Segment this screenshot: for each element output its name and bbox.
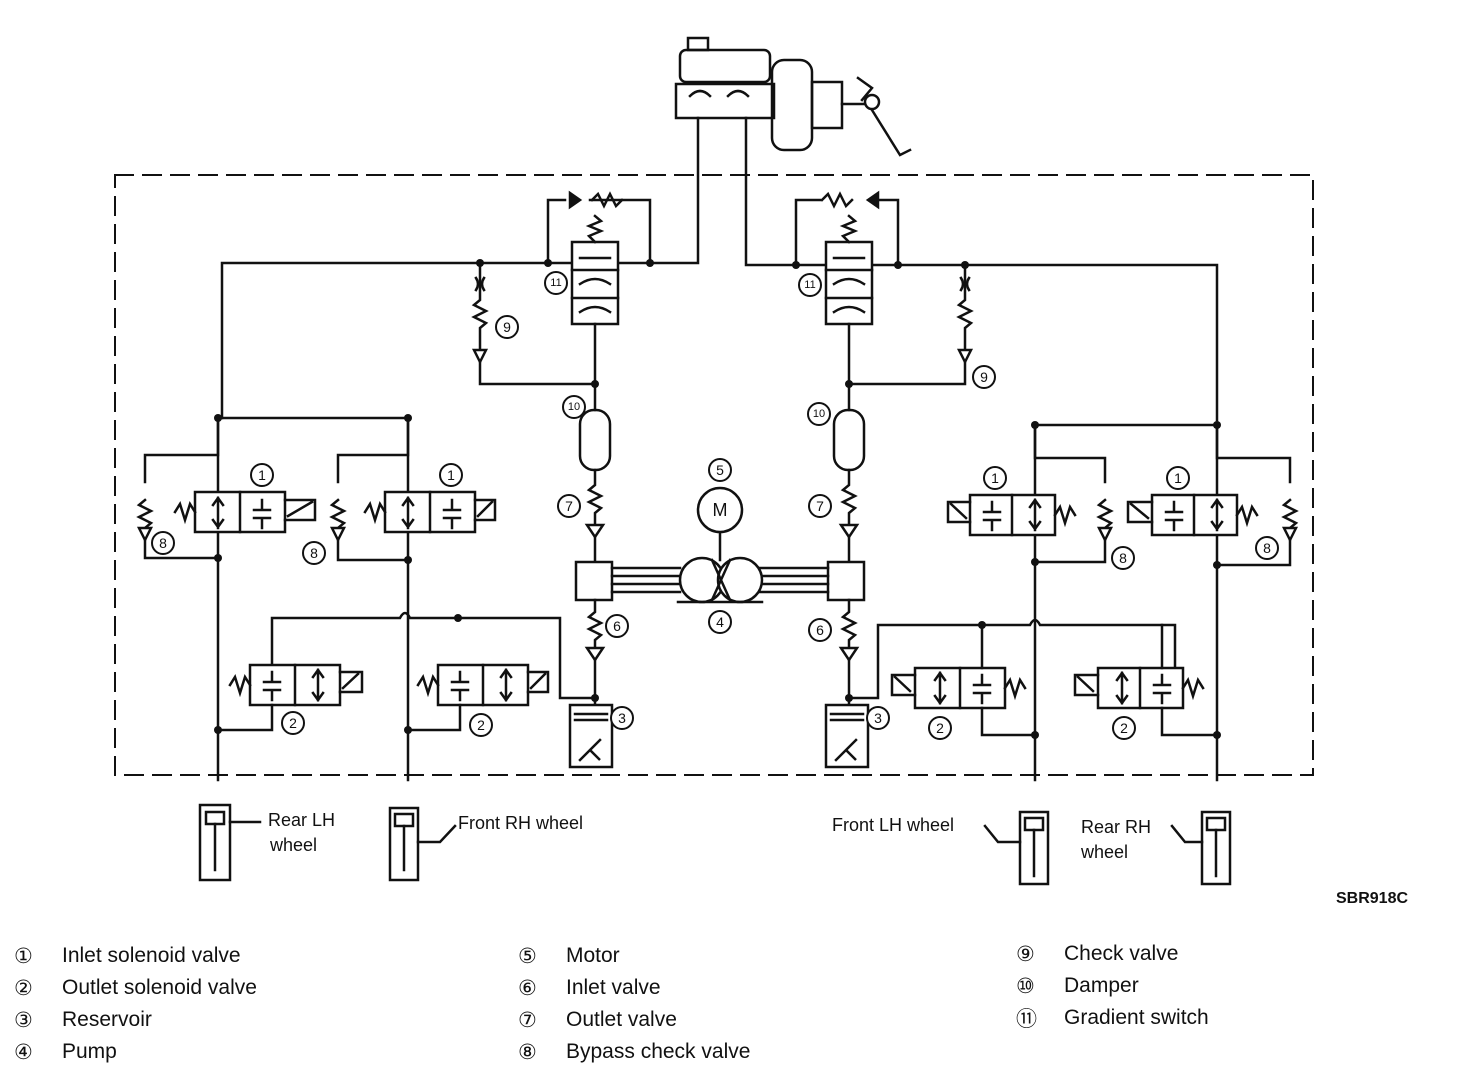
label-rear-rh-line1: Rear RH — [1081, 817, 1151, 837]
marker-1-rear-lh: 1 — [258, 467, 266, 483]
marker-10-left: 10 — [568, 401, 580, 413]
reservoir-left — [568, 703, 614, 769]
marker-8-rear-lh: 8 — [159, 535, 167, 551]
marker-11-right: 11 — [804, 279, 815, 291]
label-rear-lh-line1: Rear LH — [268, 810, 335, 830]
marker-7-right: 7 — [816, 498, 824, 514]
marker-2-rear-rh: 2 — [1120, 720, 1128, 736]
label-rear-lh-line2: wheel — [269, 835, 317, 855]
marker-3-right: 3 — [874, 710, 882, 726]
marker-3-left: 3 — [618, 710, 626, 726]
figure-code: SBR918C — [1336, 890, 1409, 907]
marker-9-right: 9 — [980, 369, 988, 385]
outlet-solenoid-valve-front-lh — [890, 666, 1027, 710]
marker-2-rear-lh: 2 — [289, 715, 297, 731]
pump-body-right — [826, 560, 866, 602]
marker-4: 4 — [716, 614, 724, 630]
wheel-cylinder-front-lh — [1018, 810, 1050, 886]
marker-6-left: 6 — [613, 618, 621, 634]
marker-9-left: 9 — [503, 319, 511, 335]
wheel-cylinder-rear-lh — [198, 803, 232, 882]
master-cylinder-booster — [674, 36, 912, 157]
marker-2-front-rh: 2 — [477, 717, 485, 733]
inlet-solenoid-valve-front-rh — [363, 490, 497, 534]
marker-5: 5 — [716, 462, 724, 478]
label-front-rh: Front RH wheel — [458, 813, 583, 833]
wheel-cylinder-front-rh — [388, 806, 420, 882]
marker-8-front-rh: 8 — [310, 545, 318, 561]
motor-letter: M — [713, 500, 728, 520]
pump-body-left — [574, 560, 614, 602]
outlet-solenoid-valve-rear-lh — [228, 663, 364, 707]
label-front-lh: Front LH wheel — [832, 815, 954, 835]
marker-1-front-lh: 1 — [991, 470, 999, 486]
motor — [696, 486, 744, 534]
actuator-housing — [114, 174, 1314, 776]
marker-1-rear-rh: 1 — [1174, 470, 1182, 486]
marker-2-front-lh: 2 — [936, 720, 944, 736]
label-rear-rh-line2: wheel — [1080, 842, 1128, 862]
inlet-solenoid-valve-rear-rh — [1126, 493, 1259, 537]
marker-6-right: 6 — [816, 622, 824, 638]
damper-right — [832, 408, 866, 472]
reservoir-right — [824, 703, 870, 769]
marker-8-rear-rh: 8 — [1263, 540, 1271, 556]
wheel-cylinder-rear-rh — [1200, 810, 1232, 886]
gradient-switch-right — [794, 190, 900, 386]
marker-1-front-rh: 1 — [447, 467, 455, 483]
marker-10-right: 10 — [813, 408, 825, 420]
outlet-solenoid-valve-rear-rh — [1073, 666, 1205, 710]
marker-7-left: 7 — [565, 498, 573, 514]
damper-left — [578, 408, 612, 472]
pump-rotor-right — [716, 556, 764, 604]
inlet-solenoid-valve-rear-lh — [173, 490, 317, 534]
gradient-switch-left — [546, 190, 652, 386]
inlet-solenoid-valve-front-lh — [946, 493, 1077, 537]
marker-11-left: 11 — [550, 277, 561, 289]
marker-8-front-lh: 8 — [1119, 550, 1127, 566]
outlet-solenoid-valve-front-rh — [416, 663, 550, 707]
